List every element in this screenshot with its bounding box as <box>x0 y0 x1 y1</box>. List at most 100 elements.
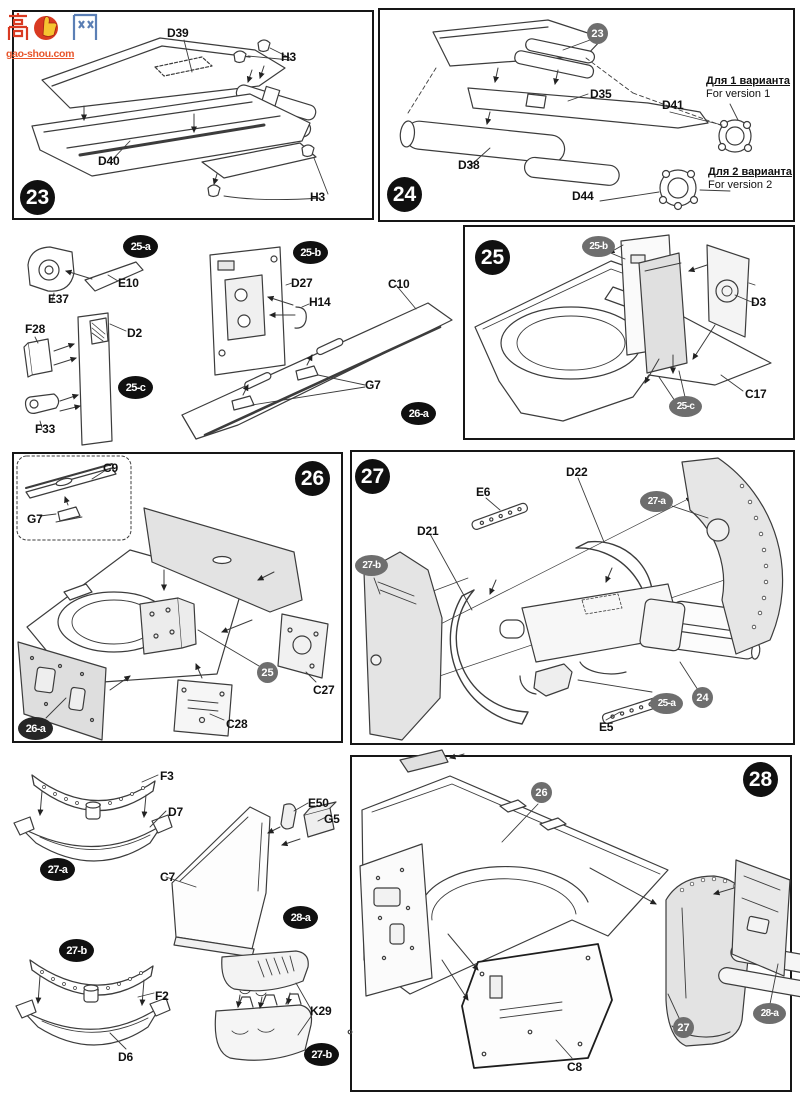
part-label: D2 <box>127 326 142 340</box>
ref-27a-badge: 27-a <box>640 491 673 512</box>
part-label: E10 <box>118 276 139 290</box>
h3-clamp <box>233 50 247 64</box>
left-sponson <box>359 843 433 997</box>
step-26-badge: 26 <box>295 461 330 496</box>
watermark-logo-icon <box>7 13 98 40</box>
thumbs-up-icon <box>34 16 58 40</box>
version1-note-en: For version 1 <box>706 88 771 100</box>
shield-27b <box>363 551 443 741</box>
part-label: F3 <box>160 769 174 783</box>
part-label: F33 <box>35 422 56 436</box>
d38-part <box>399 120 620 186</box>
part-label: C10 <box>388 277 410 291</box>
ref-25c-badge: 25-c <box>669 396 702 417</box>
part-label: H3 <box>310 190 325 204</box>
part-label: D3 <box>751 295 766 309</box>
c28-plate <box>173 679 233 737</box>
version2-note-ru: Для 2 варианта <box>708 166 792 178</box>
h3-clamp <box>257 39 271 53</box>
subassembly-bottom-drawing <box>13 774 337 1061</box>
step-25-badge: 25 <box>475 240 510 275</box>
g5-part <box>303 807 335 838</box>
g7-wedge <box>57 506 81 522</box>
gun-shield <box>665 875 753 1047</box>
backing-plate <box>77 312 113 446</box>
subassembly-25a-badge: 25-a <box>123 235 158 258</box>
step-25-drawing <box>474 234 772 422</box>
d35-part <box>467 87 709 129</box>
step-28-badge: 28 <box>743 762 778 797</box>
step-24-badge: 24 <box>387 177 422 212</box>
watermark-site: gao-shou.com <box>6 48 75 60</box>
h3-clamp <box>301 144 315 158</box>
ref-step-26-badge: 26 <box>531 782 552 803</box>
part-label: H14 <box>309 295 331 309</box>
watermark: gao-shou.com <box>6 12 116 60</box>
25c-plate <box>638 252 688 374</box>
part-label: E5 <box>599 720 614 734</box>
step-28-drawing <box>347 749 800 1069</box>
part-label: G5 <box>324 812 340 826</box>
step-27-badge: 27 <box>355 459 390 494</box>
part-label: D22 <box>566 465 588 479</box>
e10-part <box>84 261 144 292</box>
step-24-drawing <box>399 19 753 211</box>
center-bracket <box>139 597 183 655</box>
part-label: K29 <box>310 1004 332 1018</box>
ref-27b-badge: 27-b <box>355 555 388 576</box>
part-label: C8 <box>567 1060 582 1074</box>
c27-plate <box>277 613 329 679</box>
subassembly-27a-badge: 27-a <box>40 858 75 881</box>
subassembly-27b-badge-2: 27-b <box>304 1043 339 1066</box>
part-label: D7 <box>168 805 183 819</box>
f28-part <box>27 338 53 376</box>
e50-part <box>280 803 297 830</box>
part-label: C7 <box>160 870 175 884</box>
part-label: F28 <box>25 322 46 336</box>
26a-side-plate <box>17 641 107 741</box>
h3-clamp <box>207 184 221 198</box>
e37-part <box>27 246 75 292</box>
part-label: G7 <box>365 378 381 392</box>
ref-step-24-badge: 24 <box>692 687 713 708</box>
d44-part <box>658 169 699 211</box>
part-label: G7 <box>27 512 43 526</box>
part-label: D38 <box>458 158 480 172</box>
ref-28a-badge: 28-a <box>753 1003 786 1024</box>
d6-dish <box>21 1006 161 1046</box>
part-label: C17 <box>745 387 767 401</box>
ref-26a-badge: 26-a <box>18 717 53 740</box>
c9-strip <box>25 467 117 499</box>
subassembly-25c-badge: 25-c <box>118 376 153 399</box>
d40-part <box>31 93 311 177</box>
bracket-25a <box>533 663 573 697</box>
subassembly-26a-badge: 26-a <box>401 402 436 425</box>
subassembly-row-drawing <box>23 246 453 446</box>
part-label: D27 <box>291 276 313 290</box>
part-label: D35 <box>590 87 612 101</box>
ref-step-25-badge: 25 <box>257 662 278 683</box>
part-label: E37 <box>48 292 69 306</box>
step-27-drawing <box>363 457 784 741</box>
part-label: C28 <box>226 717 248 731</box>
subassembly-27b-badge: 27-b <box>59 939 94 962</box>
part-label: D41 <box>662 98 684 112</box>
k29-top <box>221 950 309 992</box>
part-label: C9 <box>103 461 118 475</box>
part-label: D40 <box>98 154 120 168</box>
subassembly-28a-badge: 28-a <box>283 906 318 929</box>
step-23-drawing <box>31 37 329 201</box>
h14-part <box>294 306 307 329</box>
c8-plate <box>461 943 613 1069</box>
part-label: E6 <box>476 485 491 499</box>
version2-note-en: For version 2 <box>708 179 773 191</box>
subassembly-25b-badge: 25-b <box>293 241 328 264</box>
e6-strip <box>471 502 529 530</box>
k29-bottom <box>214 1004 313 1061</box>
part-label: E50 <box>308 796 329 810</box>
step-26-drawing <box>16 455 329 741</box>
ref-step-23-badge: 23 <box>587 23 608 44</box>
d39-part <box>41 37 286 109</box>
d21-hoop <box>449 589 529 725</box>
part-label: F2 <box>155 989 169 1003</box>
